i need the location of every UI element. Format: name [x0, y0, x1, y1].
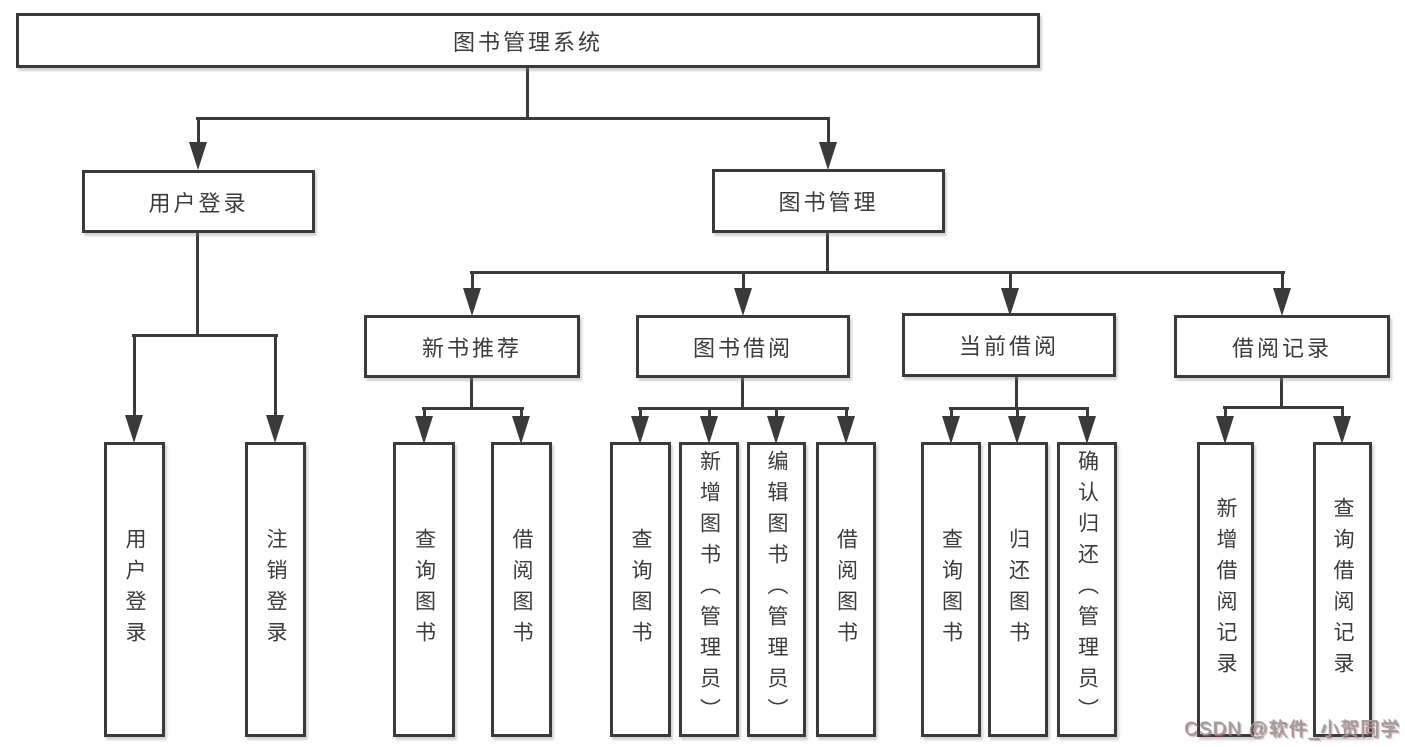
node-book-management: 图书管理	[712, 169, 945, 233]
node-new-book-recommend-label: 新书推荐	[421, 335, 522, 361]
arrow-to-cb-return	[1008, 408, 1026, 444]
arrow-to-cb-query	[942, 408, 960, 444]
connector-borrowrecord-horizontal	[1223, 406, 1344, 409]
leaf-newbook-query-books-label: 查询图书	[412, 527, 436, 652]
leaf-borrow-add-books-admin: 新增图书（管理员）	[679, 442, 739, 737]
arrow-to-book-borrowing	[734, 272, 752, 316]
connector-bookborrow-drop	[741, 376, 744, 410]
connector-currentborrow-drop	[1015, 376, 1018, 410]
leaf-logout: 注销登录	[245, 442, 306, 737]
node-borrowing-records: 借阅记录	[1174, 315, 1390, 378]
arrow-to-new-book	[463, 272, 481, 316]
node-library-system-label: 图书管理系统	[452, 29, 603, 55]
leaf-current-query-books: 查询图书	[921, 442, 981, 737]
leaf-newbook-borrow-books: 借阅图书	[491, 442, 552, 737]
node-book-borrowing: 图书借阅	[636, 315, 850, 378]
leaf-current-return-books-label: 归还图书	[1006, 527, 1030, 652]
arrow-to-cb-confirm	[1078, 408, 1096, 444]
leaf-current-return-books: 归还图书	[988, 442, 1048, 737]
node-new-book-recommend: 新书推荐	[364, 315, 580, 378]
connector-newbook-horizontal	[422, 407, 524, 410]
leaf-records-query-record-label: 查询借阅记录	[1331, 496, 1354, 683]
node-user-login-label: 用户登录	[148, 190, 249, 216]
arrow-to-br-add	[1216, 407, 1234, 444]
connector-level1-horizontal	[196, 117, 830, 120]
node-borrowing-records-label: 借阅记录	[1231, 335, 1332, 361]
connector-borrowrecord-drop	[1280, 376, 1283, 409]
leaf-borrow-edit-books-admin: 编辑图书（管理员）	[747, 442, 806, 737]
node-current-borrowing-label: 当前借阅	[958, 334, 1059, 359]
leaf-borrow-query-books-label: 查询图书	[629, 527, 652, 652]
leaf-records-add-record-label: 新增借阅记录	[1214, 496, 1237, 683]
leaf-borrow-borrow-books-label: 借阅图书	[834, 527, 858, 652]
connector-bookborrow-horizontal	[638, 407, 849, 410]
arrow-to-leaf-logout	[266, 335, 284, 443]
arrow-to-user-login	[189, 118, 207, 170]
arrow-to-bb-query	[631, 408, 649, 444]
node-book-management-label: 图书管理	[778, 190, 879, 215]
connector-root-drop	[526, 66, 529, 119]
arrow-to-nb-query	[415, 408, 433, 444]
arrow-to-nb-borrow	[512, 408, 530, 444]
arrow-to-bb-edit	[767, 408, 785, 444]
leaf-borrow-edit-books-admin-label: 编辑图书（管理员）	[765, 450, 788, 729]
leaf-records-query-record: 查询借阅记录	[1313, 442, 1372, 737]
node-book-borrowing-label: 图书借阅	[692, 335, 793, 361]
leaf-newbook-borrow-books-label: 借阅图书	[510, 527, 533, 652]
node-user-login: 用户登录	[82, 170, 315, 233]
node-current-borrowing: 当前借阅	[902, 313, 1116, 377]
leaf-current-confirm-return-admin-label: 确认归还（管理员）	[1075, 450, 1099, 729]
csdn-watermark: CSDN @软件_小贺同学	[1184, 719, 1400, 740]
leaf-borrow-query-books: 查询图书	[610, 442, 671, 737]
connector-newbook-drop	[470, 376, 473, 410]
connector-userlogin-horizontal	[132, 334, 278, 337]
leaf-borrow-borrow-books: 借阅图书	[816, 442, 876, 737]
leaf-current-confirm-return-admin: 确认归还（管理员）	[1057, 442, 1117, 737]
leaf-logout-label: 注销登录	[264, 527, 287, 652]
arrow-to-br-query	[1333, 407, 1351, 444]
arrow-to-bb-add	[700, 408, 718, 444]
leaf-user-login-label: 用户登录	[123, 527, 146, 652]
connector-level2-horizontal	[470, 271, 1285, 274]
connector-userlogin-drop	[196, 231, 199, 337]
leaf-user-login: 用户登录	[104, 442, 165, 737]
node-library-system: 图书管理系统	[16, 13, 1040, 68]
leaf-borrow-add-books-admin-label: 新增图书（管理员）	[697, 450, 721, 729]
leaf-current-query-books-label: 查询图书	[939, 527, 963, 652]
connector-bookmgmt-drop	[826, 231, 829, 274]
arrow-to-book-management	[819, 118, 837, 170]
arrow-to-borrowing-records	[1273, 272, 1291, 316]
arrow-to-bb-borrow	[837, 408, 855, 444]
leaf-records-add-record: 新增借阅记录	[1197, 442, 1254, 737]
arrow-to-leaf-user-login	[125, 335, 143, 443]
connector-currentborrow-horizontal	[949, 407, 1089, 410]
arrow-to-current-borrowing	[1001, 272, 1019, 316]
leaf-newbook-query-books: 查询图书	[393, 442, 455, 737]
